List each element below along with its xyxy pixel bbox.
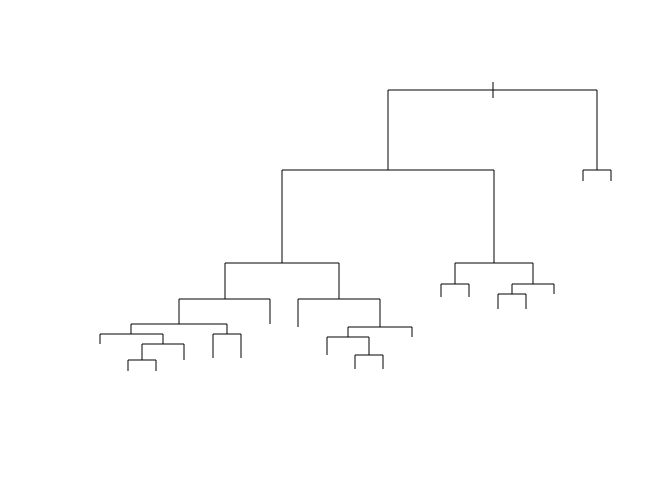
dendrogram bbox=[99, 82, 612, 371]
